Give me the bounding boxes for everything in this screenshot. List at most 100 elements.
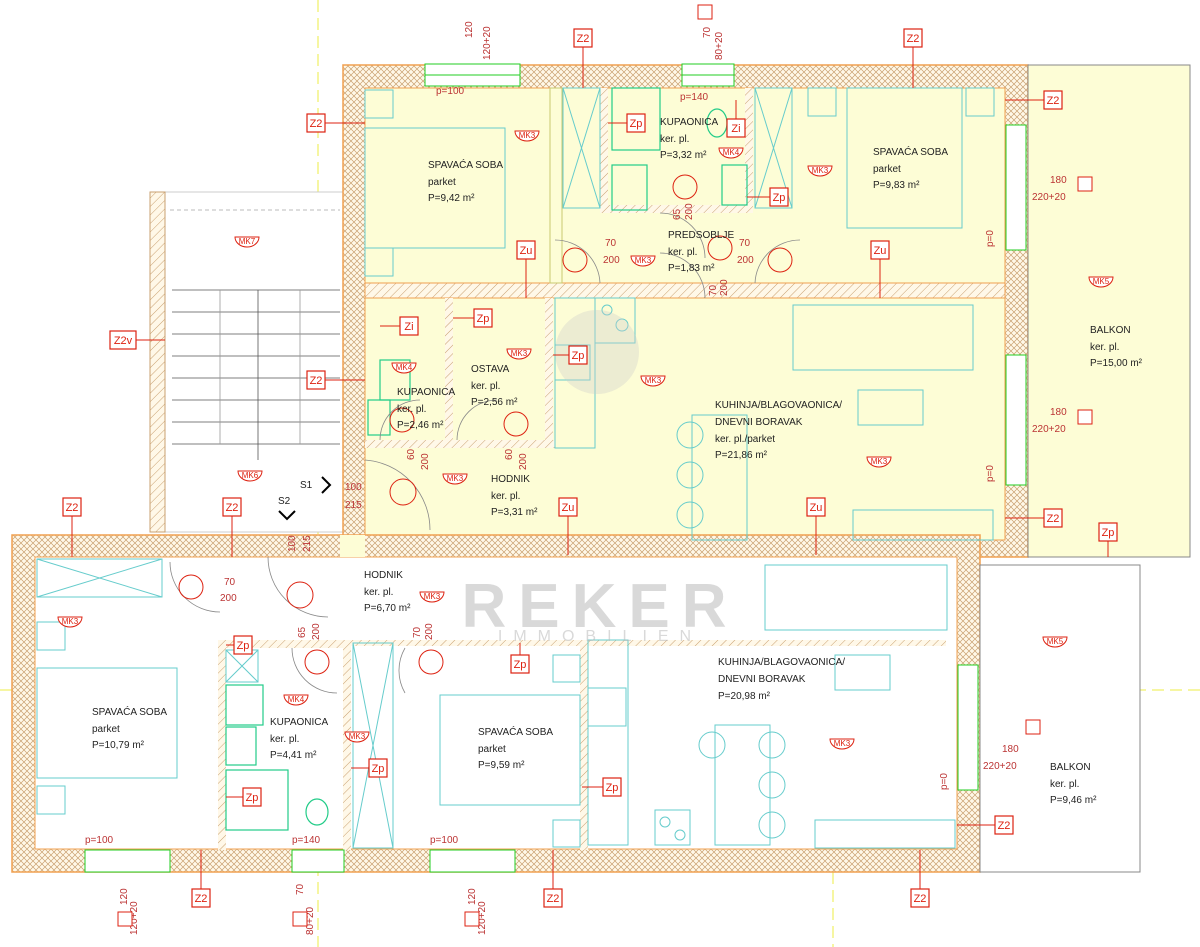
room-floor: ker. pl./parket <box>715 434 775 445</box>
dimension-d70: 70 <box>605 238 617 249</box>
tag-text: Z2 <box>310 375 323 387</box>
dimension-d70: 70 <box>224 577 236 588</box>
window-box-icon <box>292 911 308 927</box>
marker-mk3: MK3 <box>514 130 540 142</box>
furniture <box>36 87 995 849</box>
marker-text: MK4 <box>288 695 305 704</box>
marker-mk3: MK3 <box>630 255 656 267</box>
room-name: SPAVAĆA SOBA <box>873 145 948 158</box>
tag-zp: Zp <box>553 345 588 365</box>
material-markers: MK3MK3MK3MK3MK3MK3MK3MK3MK3MK3MK3MK4MK4M… <box>57 130 1114 750</box>
marker-mk6: MK6 <box>237 470 263 482</box>
room-name: BALKON <box>1050 762 1091 773</box>
watermark-subtitle: IMMOBILIEN <box>498 628 702 645</box>
dimension-w120_20: 120+20 <box>129 901 140 935</box>
marker-mk5: MK5 <box>1042 636 1068 648</box>
room-area: P=9,83 m² <box>873 180 920 191</box>
room-area: P=9,46 m² <box>1050 795 1097 806</box>
room-area: P=9,59 m² <box>478 760 525 771</box>
dimension-p0: p=0 <box>939 773 950 790</box>
tag-text: Z2 <box>1047 95 1060 107</box>
marker-text: MK3 <box>511 349 528 358</box>
room-name: SPAVAĆA SOBA <box>92 705 167 718</box>
marker-mk3: MK3 <box>640 375 666 387</box>
room-floor: parket <box>428 177 456 188</box>
dimension-w180: 180 <box>1002 744 1019 755</box>
dimension-d200: 200 <box>719 279 730 296</box>
marker-mk4: MK4 <box>283 694 309 706</box>
tag-text: Z2 <box>998 820 1011 832</box>
dimension-d100: 100 <box>287 535 298 552</box>
tag-text: Zi <box>404 321 413 333</box>
dimension-d65: 65 <box>297 626 308 638</box>
tag-text: Zu <box>874 245 887 257</box>
tag-text: Zp <box>477 313 490 325</box>
tag-text: Z2 <box>195 893 208 905</box>
section-s1-arrow-icon <box>321 476 332 494</box>
doors <box>169 174 801 694</box>
room-floor: ker. pl. <box>1050 779 1079 790</box>
lower-apartment <box>11 534 1141 873</box>
room-floor: ker. pl. <box>668 247 697 258</box>
tag-z2: Z2 <box>1005 90 1063 110</box>
tag-text: Z2 <box>547 893 560 905</box>
dimension-d200: 200 <box>603 255 620 266</box>
tag-text: Zp <box>773 192 786 204</box>
room-area: P=15,00 m² <box>1090 358 1143 369</box>
dimension-w80_20: 80+20 <box>305 906 316 935</box>
dimension-w120: 120 <box>119 888 130 905</box>
dimension-d200: 200 <box>737 255 754 266</box>
tag-zp: Zp <box>226 635 253 655</box>
marker-text: MK3 <box>349 732 366 741</box>
dimension-d200: 200 <box>518 453 529 470</box>
room-floor: parket <box>92 724 120 735</box>
room-name: KUPAONICA <box>270 717 328 728</box>
room-name: KUHINJA/BLAGOVAONICA/ <box>715 400 842 411</box>
dimension-p0: p=0 <box>985 230 996 247</box>
dimension-d215: 215 <box>345 500 362 511</box>
tag-text: Zu <box>810 502 823 514</box>
dimension-w120: 120 <box>464 21 475 38</box>
marker-text: MK5 <box>1093 277 1110 286</box>
tag-text: Z2 <box>66 502 79 514</box>
marker-text: MK3 <box>812 166 829 175</box>
room-area: P=3,31 m² <box>491 507 538 518</box>
tag-z2: Z2 <box>1005 508 1063 528</box>
room-floor: parket <box>478 744 506 755</box>
dimension-d60: 60 <box>504 448 515 460</box>
dimension-p0: p=0 <box>985 465 996 482</box>
room-floor: ker. pl. <box>471 381 500 392</box>
dimension-p140: p=140 <box>680 92 709 103</box>
marker-mk3: MK3 <box>506 348 532 360</box>
tag-zp: Zp <box>351 758 388 778</box>
tag-zp: Zp <box>226 787 262 807</box>
dimension-w180: 180 <box>1050 407 1067 418</box>
dimension-w220_20: 220+20 <box>1032 424 1066 435</box>
tag-zp: Zp <box>510 643 530 674</box>
dimension-w180: 180 <box>1050 175 1067 186</box>
tag-z2: Z2 <box>222 497 242 557</box>
window-box-icon <box>1077 409 1093 425</box>
room-area: P=2,46 m² <box>397 420 444 431</box>
dimension-d65: 65 <box>672 208 683 220</box>
room-floor: ker. pl. <box>270 734 299 745</box>
room-area: P=3,32 m² <box>660 150 707 161</box>
room-floor: ker. pl. <box>491 491 520 502</box>
tag-text: Zi <box>731 123 740 135</box>
marker-text: MK5 <box>1047 637 1064 646</box>
marker-text: MK3 <box>834 739 851 748</box>
window-box-icon <box>1077 176 1093 192</box>
room-floor: ker. pl. <box>397 404 426 415</box>
dimension-d200: 200 <box>311 623 322 640</box>
